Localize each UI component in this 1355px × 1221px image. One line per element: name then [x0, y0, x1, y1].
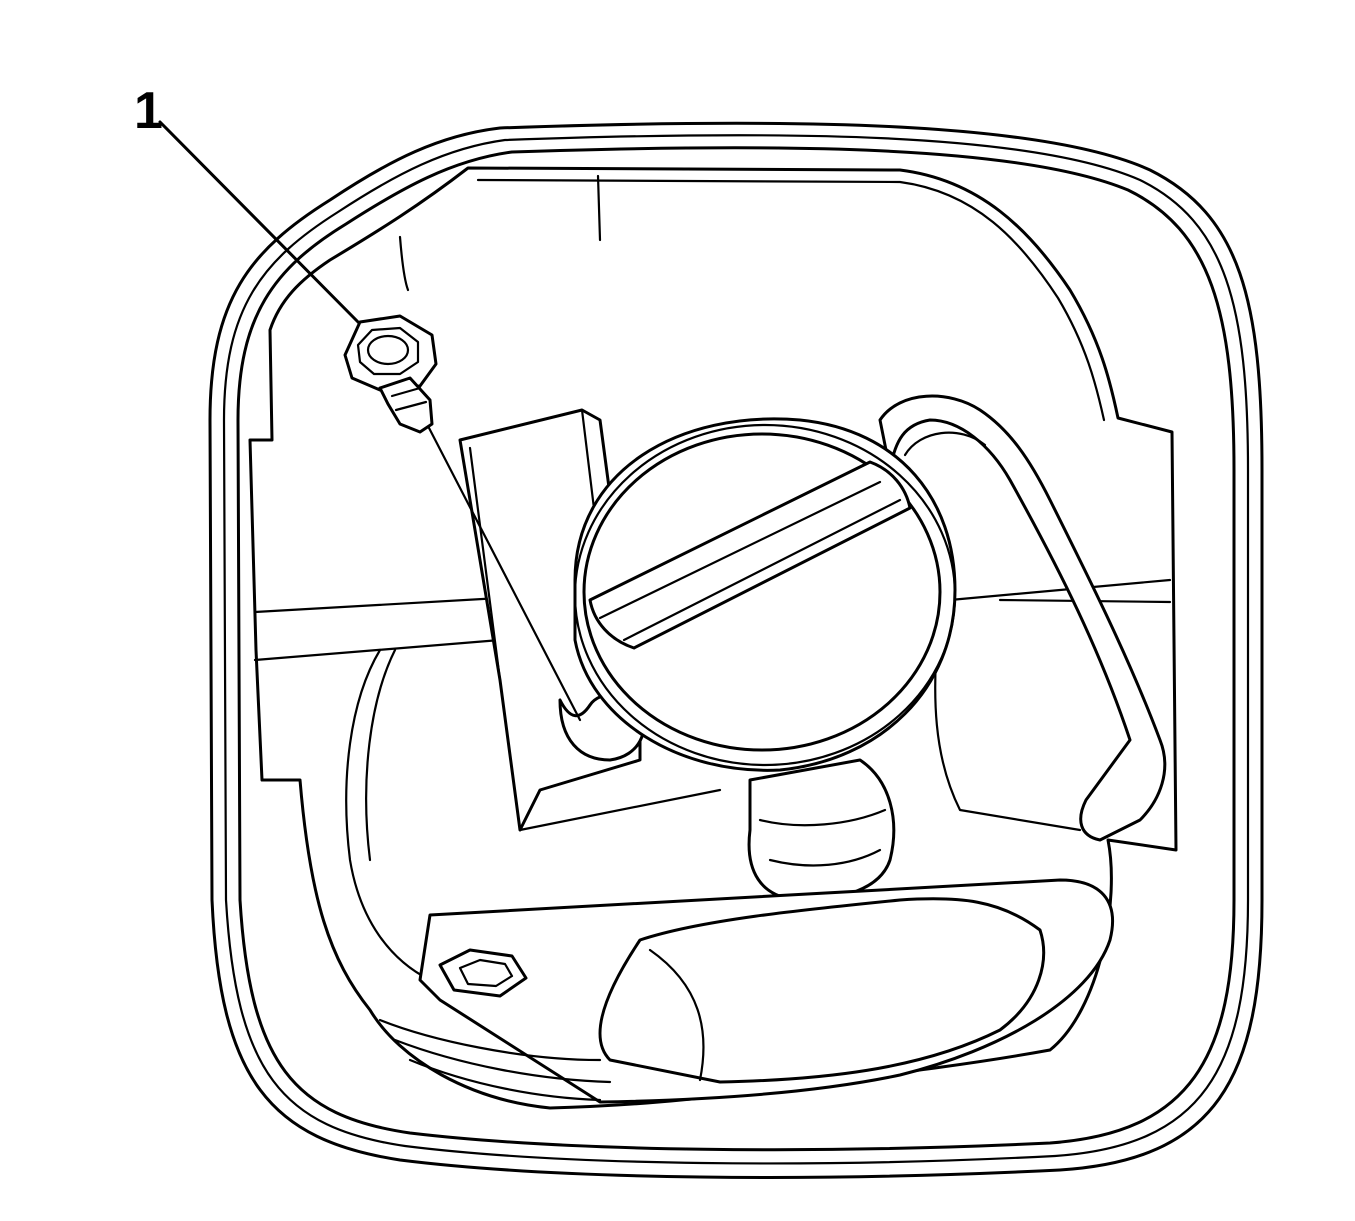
- housing-outline: [208, 121, 1264, 1179]
- fuel-cap: [573, 417, 957, 772]
- lower-hex-bolt: [438, 948, 528, 998]
- filler-pocket: [248, 166, 1178, 1110]
- fastener-bolt: [343, 314, 438, 434]
- callout-leader: [158, 120, 582, 722]
- lower-panel: [378, 878, 1115, 1104]
- filler-neck: [747, 758, 896, 902]
- callout-label-1: 1: [134, 82, 163, 140]
- vent-tube: [878, 394, 1167, 842]
